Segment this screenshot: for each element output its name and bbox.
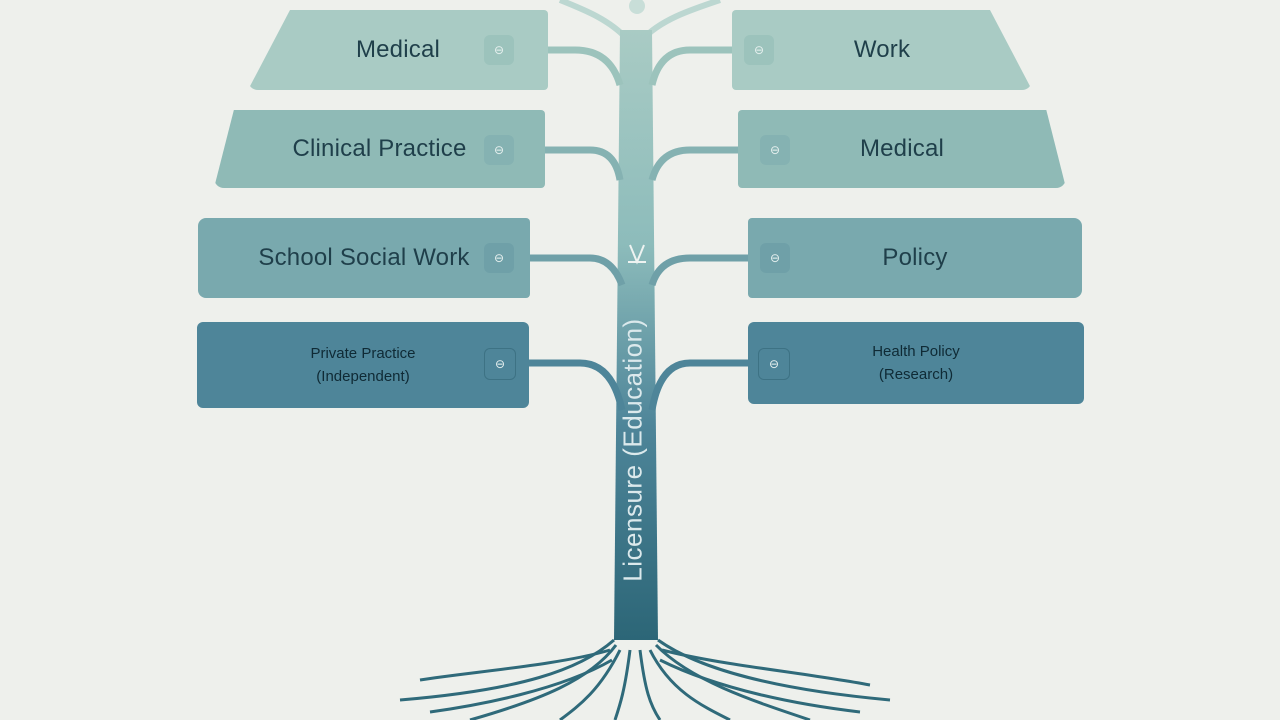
connector-dot-right-3: ⊖ [760,243,790,273]
branch-right-4-line2: (Research) [878,366,954,383]
trunk-label-text: Licensure (Education) [617,318,648,582]
left-connector-2 [500,146,624,181]
right-connector-3 [648,254,775,287]
top-twig-right [639,0,721,43]
branch-right-3-label: Policy [882,244,948,271]
branch-right-4[interactable]: Health Policy (Research) [748,322,1084,404]
branch-right-2[interactable]: Medical [738,110,1066,188]
connector-dot-left-1: ⊖ [484,35,514,65]
left-connector-1 [500,46,624,87]
top-twig-left [558,0,631,43]
branch-right-3[interactable]: Policy [748,218,1082,298]
left-connector-3 [500,254,626,287]
connector-dot-right-1: ⊖ [744,35,774,65]
branch-left-4-line1: Private Practice [310,344,416,362]
connector-dot-left-2: ⊖ [484,135,514,165]
branch-right-1-label: Work [853,36,911,63]
branch-left-2-label: Clinical Practice [292,135,467,162]
branch-left-3[interactable]: School Social Work [198,218,530,298]
top-bud [629,0,645,14]
branch-right-4-line1: Health Policy [872,342,960,360]
branch-left-1-label: Medical [355,36,441,63]
right-connector-2 [648,146,775,182]
trunk-emblem [628,244,646,265]
branch-left-4[interactable]: Private Practice (Independent) [197,322,529,408]
branch-left-4-line2: (Independent) [316,368,410,385]
branch-right-1[interactable]: Work [732,10,1032,90]
branch-left-2[interactable]: Clinical Practice [214,110,545,188]
roots [399,638,891,720]
connector-dot-right-4: ⊖ [758,348,790,380]
right-connector-1 [648,46,740,86]
branch-right-2-label: Medical [859,135,945,162]
connector-dot-left-4: ⊖ [484,348,516,380]
left-connector-4 [500,359,626,411]
trunk [614,30,658,640]
branch-right-4-label: Health Policy (Research) [872,340,960,387]
branch-left-4-label: Private Practice (Independent) [310,342,415,389]
right-connector-4 [648,359,775,411]
connector-dot-left-3: ⊖ [484,243,514,273]
connector-dot-right-2: ⊖ [760,135,790,165]
branch-left-3-label: School Social Work [258,244,470,271]
